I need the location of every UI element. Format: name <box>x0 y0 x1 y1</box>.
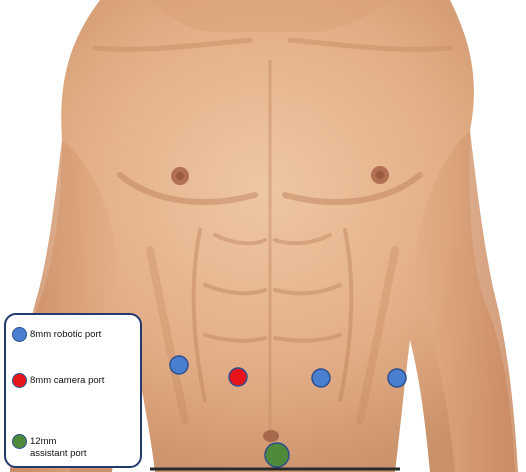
navel <box>263 430 279 442</box>
legend-assistant-label-line2: assistant port <box>30 448 87 460</box>
left-nipple-center <box>176 172 184 180</box>
legend-robotic-dot <box>12 327 27 342</box>
legend-camera-label: 8mm camera port <box>30 373 104 387</box>
right-nipple-center <box>376 171 384 179</box>
legend-assistant-label-line1: 12mm <box>30 436 87 448</box>
port-marker-assistant <box>265 443 289 467</box>
port-marker-camera <box>229 368 247 386</box>
legend-robotic-label: 8mm robotic port <box>30 327 101 341</box>
legend-item-camera: 8mm camera port <box>12 373 104 388</box>
port-marker-robotic <box>312 369 330 387</box>
legend-item-robotic: 8mm robotic port <box>12 327 101 342</box>
port-marker-robotic <box>388 369 406 387</box>
port-marker-robotic <box>170 356 188 374</box>
legend-box: 8mm robotic port 8mm camera port 12mm as… <box>4 313 142 468</box>
legend-item-assistant: 12mm assistant port <box>12 434 87 460</box>
legend-assistant-label: 12mm assistant port <box>30 434 87 460</box>
legend-assistant-dot <box>12 434 27 449</box>
legend-camera-dot <box>12 373 27 388</box>
